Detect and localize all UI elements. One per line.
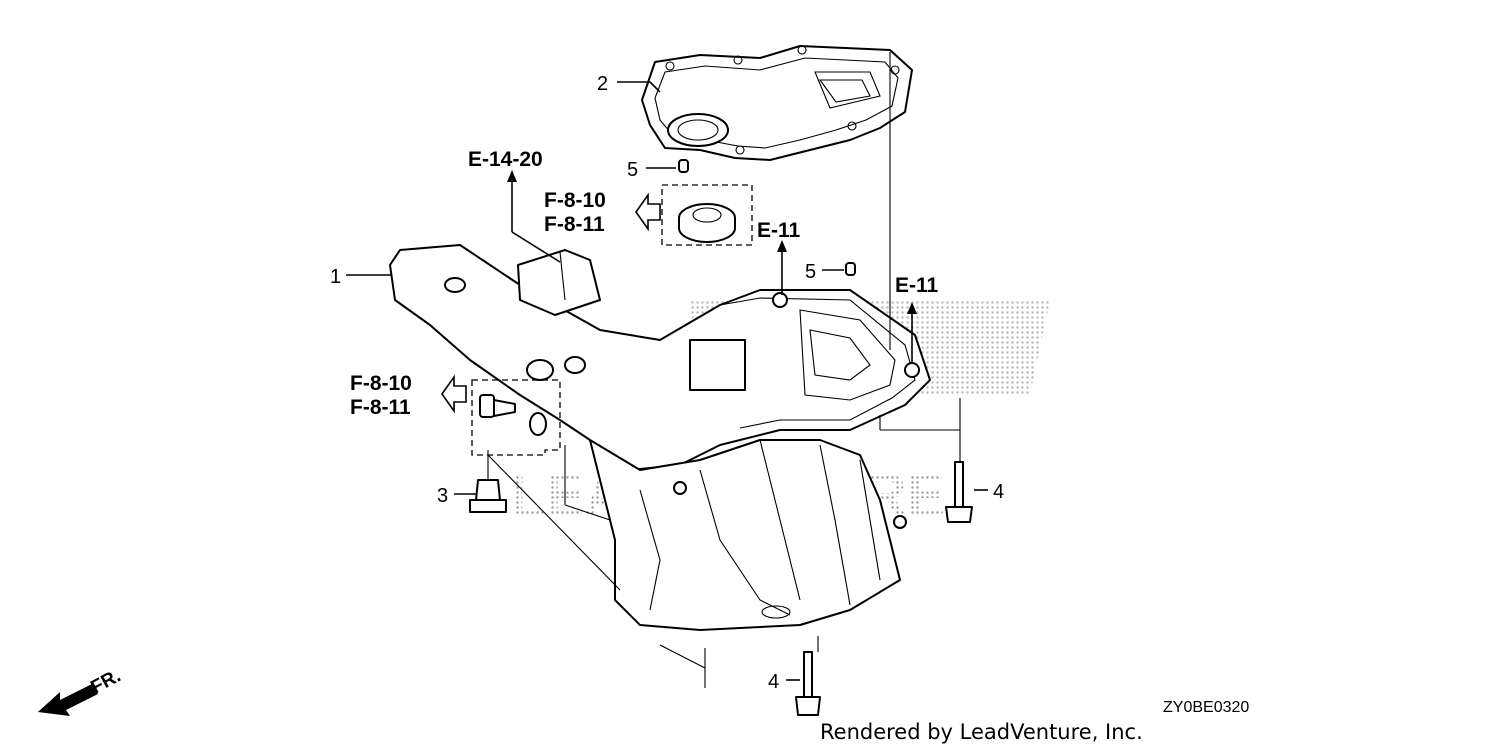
- front-direction-arrow: FR.: [38, 666, 124, 716]
- leader-lines: [346, 52, 988, 688]
- label-part-4-bottom: 4: [768, 671, 779, 693]
- label-part-2: 2: [597, 73, 608, 95]
- ref-arrow-top: [635, 192, 661, 232]
- ref-e-11-right: E-11: [895, 274, 939, 297]
- label-part-3: 3: [437, 485, 448, 507]
- oil-seal: [678, 203, 736, 243]
- ref-e-14-20: E-14-20: [468, 148, 543, 171]
- credit-text: Rendered by LeadVenture, Inc.: [820, 720, 1143, 744]
- ref-arrow-left: [441, 374, 467, 414]
- ref-f-8-10-left: F-8-10: [350, 372, 412, 395]
- label-part-5-upper: 5: [627, 159, 638, 181]
- flange-bolt-right: [945, 461, 973, 523]
- label-part-1: 1: [330, 266, 341, 288]
- ref-f-8-11-left: F-8-11: [350, 396, 411, 419]
- label-part-4-right: 4: [993, 481, 1004, 503]
- drawing-code: ZY0BE0320: [1163, 699, 1249, 716]
- oil-case: [389, 244, 931, 631]
- seal-callout-box: [661, 184, 753, 246]
- gasket: [641, 45, 913, 161]
- drain-plug: [469, 479, 507, 513]
- drain-callout-box: [471, 379, 561, 456]
- flange-bolt-bottom: [795, 651, 821, 716]
- ref-f-8-11-top: F-8-11: [544, 213, 605, 236]
- ref-e-11-center: E-11: [757, 219, 801, 242]
- ref-f-8-10-top: F-8-10: [544, 189, 606, 212]
- label-part-5-lower: 5: [805, 261, 816, 283]
- drain-bolt: [479, 394, 547, 436]
- dowel-pin-lower: [845, 262, 856, 276]
- dowel-pin-upper: [678, 159, 689, 173]
